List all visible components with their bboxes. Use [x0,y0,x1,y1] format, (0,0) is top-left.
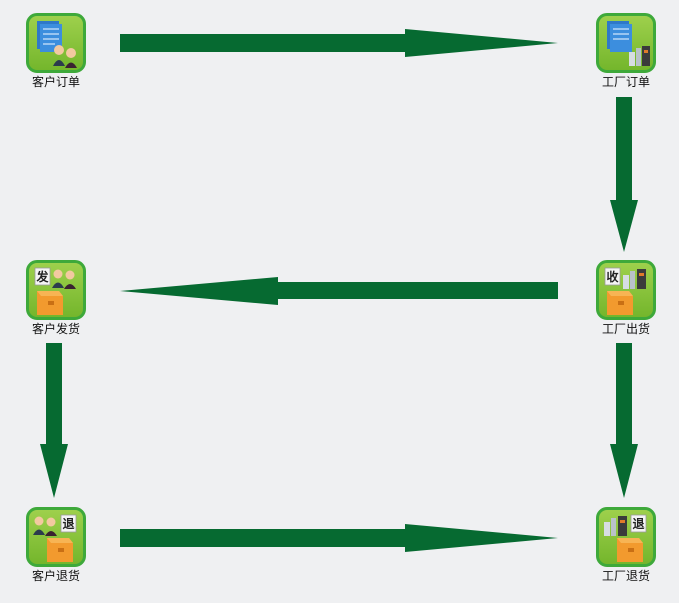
node-label: 客户订单 [31,75,80,89]
node-label: 工厂退货 [601,569,650,583]
badge-text: 退 [633,517,645,531]
node-label: 客户退货 [31,569,80,583]
arrow-customer-return-to-factory-return [120,524,558,552]
node-label: 工厂订单 [601,75,650,89]
return-box-factory-icon: 退 [596,507,656,567]
receive-box-factory-icon: 收 [596,260,656,320]
badge-text: 收 [607,269,619,284]
document-factory-icon [596,13,656,73]
arrow-customer-ship-to-customer-return [40,343,68,498]
arrow-factory-order-to-factory-out [610,97,638,252]
node-customer-return[interactable]: 退 客户退货 [11,507,101,583]
document-people-icon [26,13,86,73]
arrow-customer-order-to-factory-order [120,29,558,57]
return-box-people-icon: 退 [26,507,86,567]
node-factory-out[interactable]: 收 工厂出货 [581,260,671,336]
node-customer-order[interactable]: 客户订单 [11,13,101,89]
arrow-factory-out-to-customer-ship [120,277,558,305]
node-label: 工厂出货 [601,322,650,336]
node-factory-order[interactable]: 工厂订单 [581,13,671,89]
node-label: 客户发货 [31,322,80,336]
node-factory-return[interactable]: 退 工厂退货 [581,507,671,583]
node-customer-ship[interactable]: 发 客户发货 [11,260,101,336]
arrow-factory-out-to-factory-return [610,343,638,498]
ship-box-people-icon: 发 [26,260,86,320]
badge-text: 发 [36,269,50,284]
badge-text: 退 [63,517,75,531]
